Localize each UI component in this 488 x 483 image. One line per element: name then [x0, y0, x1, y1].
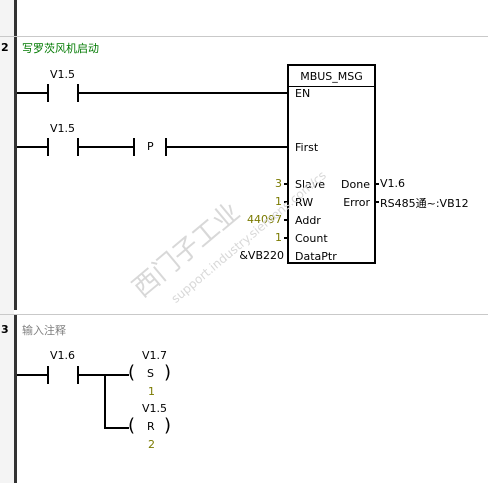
count-value[interactable]: 1	[275, 231, 282, 244]
pin-count: Count	[295, 232, 328, 245]
contact-left-bar[interactable]	[47, 366, 49, 384]
rw-value[interactable]: 1	[275, 195, 282, 208]
reset-coil-type: R	[147, 420, 155, 433]
coil-address: V1.7	[142, 349, 168, 362]
coil-address: V1.5	[142, 402, 168, 415]
power-rail-top	[14, 0, 17, 36]
error-output[interactable]: RS485通~:VB12	[380, 197, 469, 210]
pin-done: Done	[341, 178, 370, 191]
branch-wire	[104, 374, 106, 428]
contact-left-bar[interactable]	[47, 138, 49, 156]
wire	[167, 146, 287, 148]
pin-slave: Slave	[295, 178, 326, 191]
coil-count[interactable]: 1	[148, 385, 155, 398]
done-output[interactable]: V1.6	[380, 177, 406, 190]
pin-addr: Addr	[295, 214, 321, 227]
wire	[104, 427, 129, 429]
wire	[79, 92, 287, 94]
editor-gutter	[0, 0, 14, 483]
network-separator	[0, 314, 488, 315]
coil-left-paren[interactable]: (	[128, 362, 136, 383]
pin-error: Error	[343, 196, 370, 209]
set-coil-type: S	[147, 367, 154, 380]
watermark-logo: 西门子工业	[127, 197, 247, 304]
contact-right-bar[interactable]	[77, 138, 79, 156]
network-title[interactable]: 写罗茨风机启动	[22, 42, 99, 55]
network-number: 3	[1, 323, 9, 336]
power-rail	[14, 37, 17, 310]
contact-right-bar[interactable]	[77, 84, 79, 102]
coil-right-paren[interactable]: )	[164, 362, 172, 383]
block-title-divider	[289, 86, 374, 87]
mbus-msg-block[interactable]: MBUS_MSG EN First Slave RW Addr Count Da…	[287, 64, 376, 264]
pin-dataptr: DataPtr	[295, 250, 337, 263]
network-number: 2	[1, 41, 9, 54]
pin-first: First	[295, 141, 319, 154]
coil-left-paren[interactable]: (	[128, 415, 136, 436]
contact-address: V1.6	[50, 349, 76, 362]
contact-address: V1.5	[50, 68, 76, 81]
pin-en: EN	[295, 87, 311, 100]
slave-value[interactable]: 3	[275, 177, 282, 190]
coil-count[interactable]: 2	[148, 438, 155, 451]
contact-address: V1.5	[50, 122, 76, 135]
pin-rw: RW	[295, 196, 314, 209]
addr-value[interactable]: 44097	[247, 213, 282, 226]
positive-transition-label: P	[147, 140, 154, 153]
power-rail	[14, 315, 17, 483]
pulse-right-bar[interactable]	[165, 138, 167, 156]
wire	[79, 146, 133, 148]
network-title[interactable]: 输入注释	[22, 324, 66, 337]
wire	[17, 92, 47, 94]
pulse-left-bar[interactable]	[133, 138, 135, 156]
dataptr-value[interactable]: &VB220	[239, 249, 284, 262]
wire	[17, 374, 47, 376]
network-separator	[0, 36, 488, 37]
block-title: MBUS_MSG	[300, 70, 363, 83]
contact-left-bar[interactable]	[47, 84, 49, 102]
contact-right-bar[interactable]	[77, 366, 79, 384]
wire	[17, 146, 47, 148]
coil-right-paren[interactable]: )	[164, 415, 172, 436]
